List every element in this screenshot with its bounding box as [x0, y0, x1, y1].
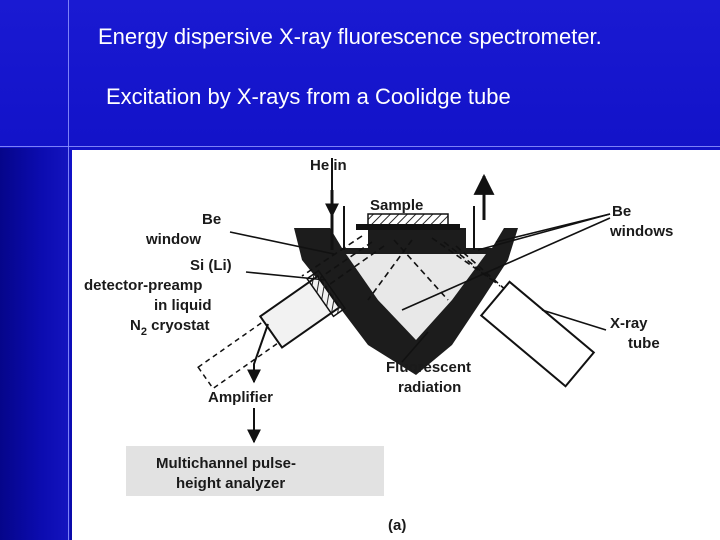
- label-analyzer-line2: height analyzer: [176, 475, 285, 492]
- label-xray-tube-line2: tube: [628, 335, 660, 352]
- leader-lines: [229, 213, 611, 363]
- label-he-in: He in: [310, 157, 347, 174]
- detector-cryostat: [197, 269, 346, 390]
- spectrometer-diagram: He in Sample Be window Be windows Si (Li…: [72, 150, 720, 540]
- slide-title: Energy dispersive X-ray fluorescence spe…: [98, 24, 602, 49]
- signal-arrows: [247, 323, 269, 444]
- label-detector-line2: detector-preamp: [84, 277, 202, 294]
- label-fluorescent-line1: Fluorescent: [386, 359, 471, 376]
- sample-holder: [356, 213, 460, 230]
- label-be-window-line2: window: [145, 231, 201, 248]
- label-fluorescent-line2: radiation: [398, 379, 461, 396]
- label-amplifier: Amplifier: [208, 389, 273, 406]
- label-be-windows-line1: Be: [612, 203, 631, 220]
- sample-chamber: [294, 228, 518, 375]
- label-detector-line4: N2 cryostat: [130, 317, 210, 338]
- slide-subtitle: Excitation by X-rays from a Coolidge tub…: [106, 84, 511, 109]
- label-be-window-line1: Be: [202, 211, 221, 228]
- xray-tube: [479, 280, 596, 388]
- horizontal-divider: [0, 146, 720, 147]
- xray-beam-paths: [301, 235, 509, 301]
- label-xray-tube-line1: X-ray: [610, 315, 648, 332]
- figure-caption: (a): [388, 517, 406, 534]
- label-be-windows-line2: windows: [609, 223, 673, 240]
- vertical-divider: [68, 0, 69, 540]
- left-accent-stripe: [0, 148, 70, 540]
- helium-inlet: [325, 158, 495, 250]
- label-analyzer-line1: Multichannel pulse-: [156, 455, 296, 472]
- analyzer-box: [126, 446, 384, 496]
- label-sample: Sample: [370, 197, 423, 214]
- label-detector-line3: in liquid: [154, 297, 212, 314]
- label-detector-line1: Si (Li): [190, 257, 232, 274]
